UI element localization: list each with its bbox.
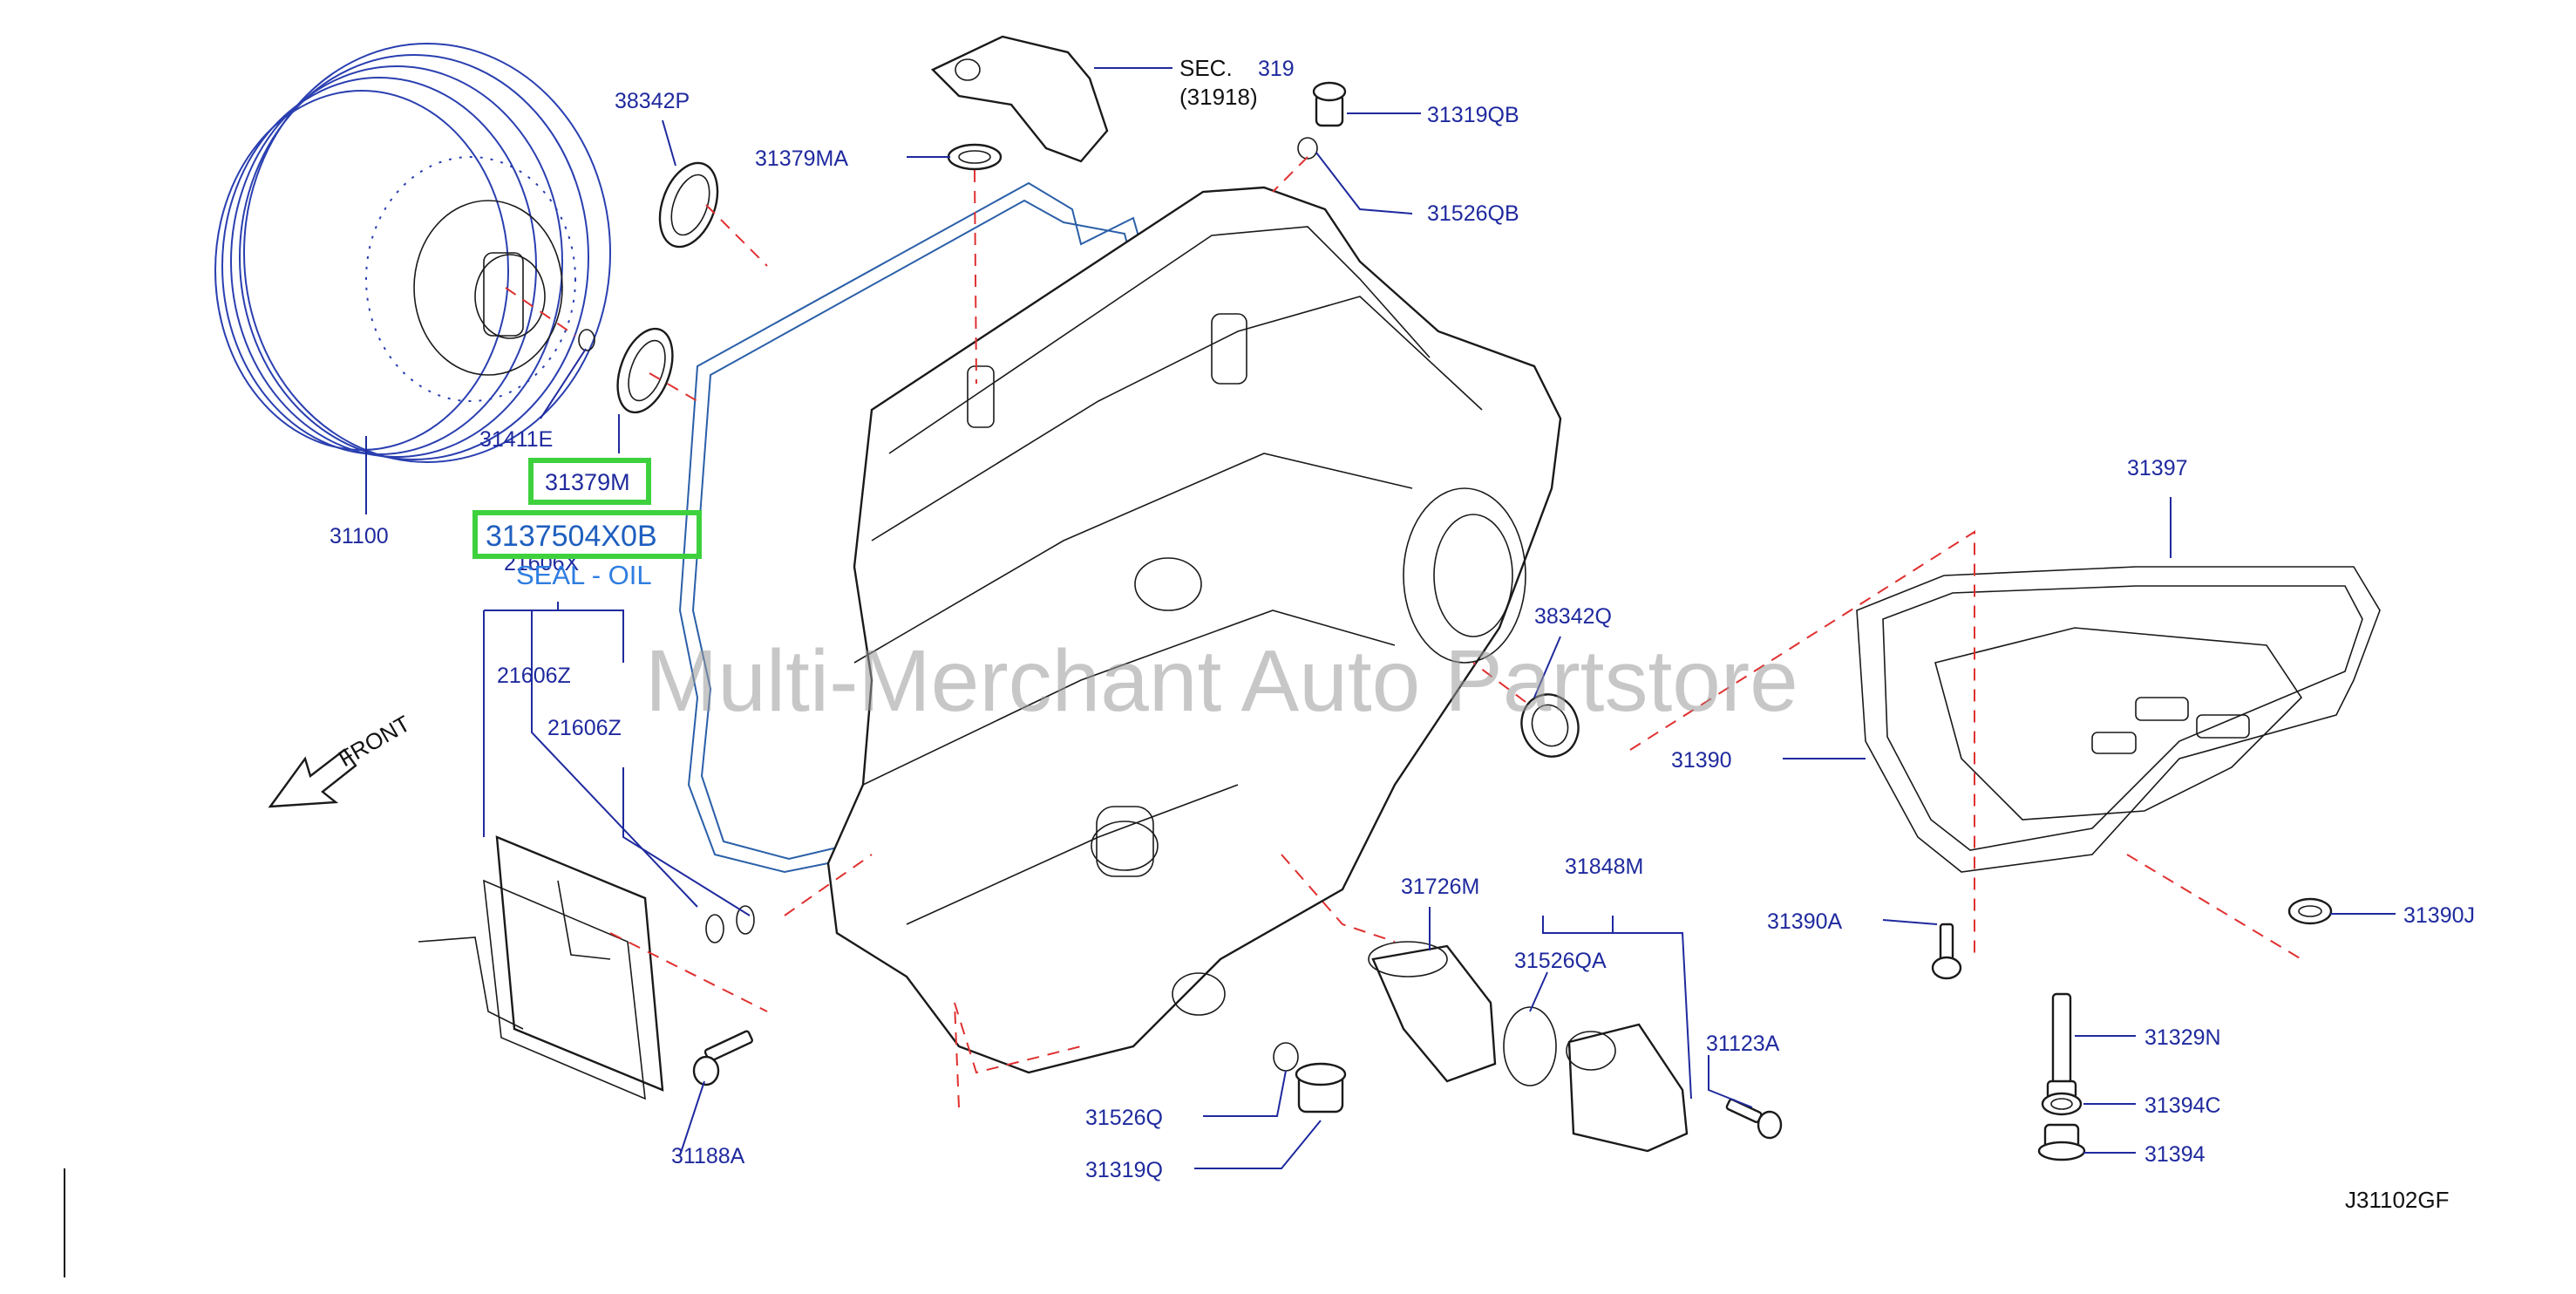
oil-pan[interactable] bbox=[1856, 566, 2381, 873]
washer-31390J[interactable] bbox=[2287, 897, 2333, 925]
o-ring-31526QA[interactable] bbox=[1503, 1006, 1557, 1086]
plug-31319Q[interactable] bbox=[1295, 1062, 1347, 1114]
highlight-part-number[interactable]: 3137504X0B bbox=[486, 520, 657, 553]
label-31100[interactable]: 31100 bbox=[330, 524, 389, 548]
label-31379MA[interactable]: 31379MA bbox=[755, 146, 848, 171]
label-31390A[interactable]: 31390A bbox=[1767, 909, 1843, 934]
highlight-label-31379M[interactable]: 31379M bbox=[545, 469, 630, 495]
oil-seal-31379M[interactable] bbox=[608, 321, 683, 419]
o-ring-31411E[interactable] bbox=[578, 329, 595, 351]
seal-31379MA[interactable] bbox=[947, 143, 1003, 171]
highlight-description: SEAL - OIL bbox=[516, 560, 652, 590]
label-31526Q[interactable]: 31526Q bbox=[1085, 1106, 1163, 1130]
diagram-code: J31102GF bbox=[2345, 1187, 2449, 1213]
label-38342Q[interactable]: 38342Q bbox=[1534, 604, 1612, 629]
label-31390J[interactable]: 31390J bbox=[2403, 903, 2475, 928]
label-31319Q[interactable]: 31319Q bbox=[1085, 1158, 1163, 1182]
highlight-box-31379M[interactable] bbox=[528, 458, 651, 505]
label-31319QB[interactable]: 31319QB bbox=[1427, 103, 1519, 127]
sec-prefix: SEC. bbox=[1179, 55, 1233, 81]
transmission-case[interactable] bbox=[678, 181, 1562, 1074]
label-31188A[interactable]: 31188A bbox=[671, 1144, 745, 1168]
sec-sub: (31918) bbox=[1179, 84, 1258, 110]
oil-cooler[interactable] bbox=[418, 835, 664, 1100]
tube-31329N[interactable] bbox=[2046, 992, 2077, 1100]
filter-cover-31848M[interactable] bbox=[1566, 1023, 1689, 1153]
label-31848M[interactable]: 31848M bbox=[1565, 855, 1643, 879]
front-label: FRONT bbox=[334, 710, 415, 772]
bolt-31390A[interactable] bbox=[1931, 923, 1962, 980]
label-31526QA[interactable]: 31526QA bbox=[1514, 949, 1607, 973]
label-31526QB[interactable]: 31526QB bbox=[1427, 201, 1519, 226]
o-rings-21606Z[interactable] bbox=[705, 905, 755, 943]
oil-seal-38342Q[interactable] bbox=[1513, 686, 1587, 765]
plug-31394[interactable] bbox=[2037, 1123, 2086, 1161]
highlighted-part-callout[interactable]: 31379M 21606X 3137504X0B SEAL - OIL bbox=[472, 458, 702, 590]
watermark: Multi-Merchant Auto Partstore bbox=[645, 632, 1798, 730]
sec-number[interactable]: 319 bbox=[1258, 57, 1295, 81]
washer-31526QB[interactable] bbox=[1297, 137, 1318, 160]
label-31329N[interactable]: 31329N bbox=[2144, 1025, 2221, 1050]
oil-filter-31726M[interactable] bbox=[1368, 941, 1497, 1083]
label-31397[interactable]: 31397 bbox=[2127, 456, 2188, 480]
label-38342P[interactable]: 38342P bbox=[615, 89, 690, 113]
label-31123A[interactable]: 31123A bbox=[1706, 1032, 1780, 1056]
washer-31526Q[interactable] bbox=[1273, 1042, 1299, 1072]
leader-lines bbox=[365, 67, 2396, 1169]
washer-31394C[interactable] bbox=[2041, 1092, 2083, 1116]
label-31394C[interactable]: 31394C bbox=[2144, 1093, 2221, 1118]
front-arrow-icon: FRONT bbox=[268, 710, 415, 808]
position-sensor[interactable] bbox=[930, 35, 1109, 163]
bolt-31188A[interactable] bbox=[692, 1030, 753, 1086]
label-31394[interactable]: 31394 bbox=[2144, 1142, 2206, 1167]
label-21606Z-a[interactable]: 21606Z bbox=[497, 664, 571, 688]
highlight-box-part-number[interactable] bbox=[472, 510, 702, 559]
label-31726M[interactable]: 31726M bbox=[1401, 875, 1479, 899]
alignment-lines bbox=[505, 156, 2302, 1108]
plug-31319QB[interactable] bbox=[1312, 81, 1347, 127]
label-31390[interactable]: 31390 bbox=[1671, 748, 1732, 773]
part-labels: SEC. 319 (31918) 38342P 31379MA 31319QB … bbox=[330, 55, 2475, 1182]
bolt-31123A[interactable] bbox=[1725, 1098, 1783, 1140]
oil-seal-38342P[interactable] bbox=[649, 155, 729, 255]
label-31411E[interactable]: 31411E bbox=[479, 427, 553, 452]
torque-converter[interactable] bbox=[214, 43, 611, 463]
label-21606Z-b[interactable]: 21606Z bbox=[547, 716, 622, 740]
